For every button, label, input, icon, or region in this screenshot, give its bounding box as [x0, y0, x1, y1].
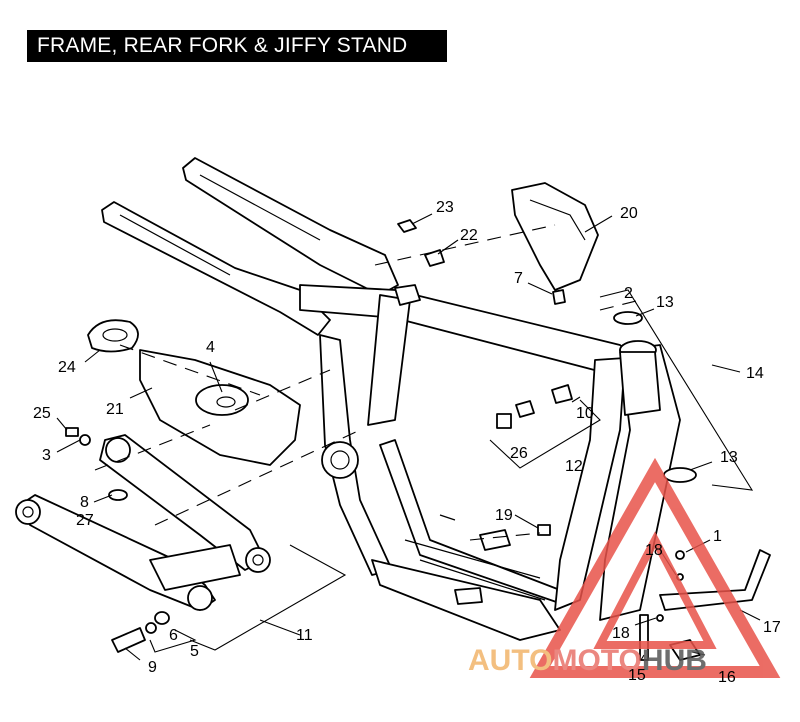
- part-19: [537, 524, 551, 536]
- part-8: [108, 489, 128, 501]
- callout-21: 21: [106, 401, 124, 418]
- part-26-key: [496, 413, 512, 429]
- callout-6: 6: [169, 627, 178, 644]
- callout-5: 5: [190, 643, 199, 660]
- part-6: [145, 622, 157, 634]
- callout-13-upper: 13: [656, 294, 674, 311]
- callout-4: 4: [206, 339, 215, 356]
- part-7: [552, 289, 566, 305]
- part-24-cap: [87, 319, 139, 353]
- svg-text:AUTOMOTOHUB: AUTOMOTOHUB: [468, 644, 707, 677]
- callout-12: 12: [565, 458, 583, 475]
- part-1: [675, 550, 685, 560]
- part-23: [397, 219, 417, 233]
- part-18-lower: [656, 614, 664, 622]
- callout-3: 3: [42, 447, 51, 464]
- part-5: [154, 611, 170, 625]
- part-10-lock: [551, 384, 573, 404]
- callout-18-lower: 18: [612, 625, 630, 642]
- part-13-upper: [613, 311, 643, 325]
- watermark-text-b: MOTO: [552, 644, 641, 677]
- watermark: AUTOMOTOHUB: [468, 457, 781, 678]
- part-20-shield: [511, 182, 599, 291]
- part-9-bolt: [111, 627, 146, 653]
- callout-11: 11: [296, 627, 313, 644]
- callout-1: 1: [713, 528, 722, 545]
- callout-23: 23: [436, 199, 454, 216]
- part-3: [79, 434, 91, 446]
- callout-26: 26: [510, 445, 528, 462]
- callout-numbers: 23 22 20 7 2 13 14 13 10 26 12 4 24 21 2…: [33, 199, 781, 686]
- part-22: [424, 249, 445, 267]
- callout-24: 24: [58, 359, 76, 376]
- callout-17: 17: [763, 619, 781, 636]
- callout-27: 27: [76, 512, 94, 529]
- part-21-cover: [139, 349, 301, 466]
- callout-13-lower: 13: [720, 449, 738, 466]
- callout-22: 22: [460, 227, 478, 244]
- callout-7: 7: [514, 270, 523, 287]
- callout-8: 8: [80, 494, 89, 511]
- part-25: [65, 427, 79, 437]
- rear-fork: [15, 434, 271, 611]
- part-15: [639, 614, 649, 661]
- callout-18-upper: 18: [645, 542, 663, 559]
- callout-16: 16: [718, 669, 736, 686]
- callout-2: 2: [624, 285, 633, 302]
- watermark-text-a: AUTO: [468, 644, 552, 677]
- assembly-lines: [94, 224, 641, 541]
- part-12-key: [515, 400, 535, 418]
- leader-lines: [56, 213, 761, 661]
- watermark-text-c: HUB: [642, 644, 707, 677]
- diagram-title: FRAME, REAR FORK & JIFFY STAND: [27, 30, 447, 62]
- callout-25: 25: [33, 405, 51, 422]
- callout-15: 15: [628, 667, 646, 684]
- callout-9: 9: [148, 659, 157, 676]
- callout-20: 20: [620, 205, 638, 222]
- callout-19: 19: [495, 507, 513, 524]
- callout-14: 14: [746, 365, 764, 382]
- frame: [101, 157, 681, 641]
- callout-10: 10: [576, 405, 594, 422]
